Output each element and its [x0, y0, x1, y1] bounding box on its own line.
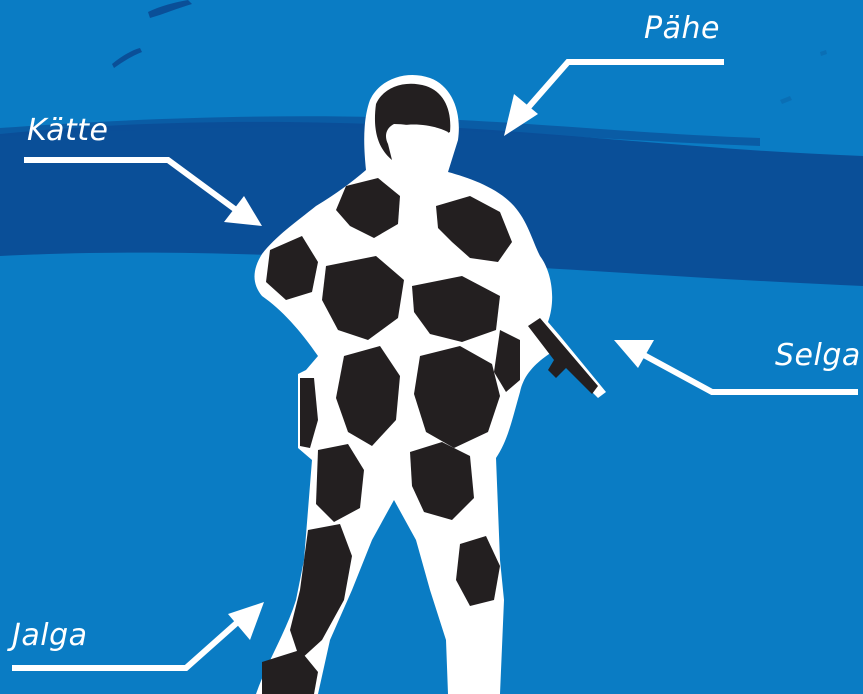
label-arm: Kätte	[27, 116, 108, 146]
label-head: Pähe	[644, 14, 720, 44]
label-leg: Jalga	[12, 621, 88, 651]
label-back: Selga	[775, 341, 861, 371]
